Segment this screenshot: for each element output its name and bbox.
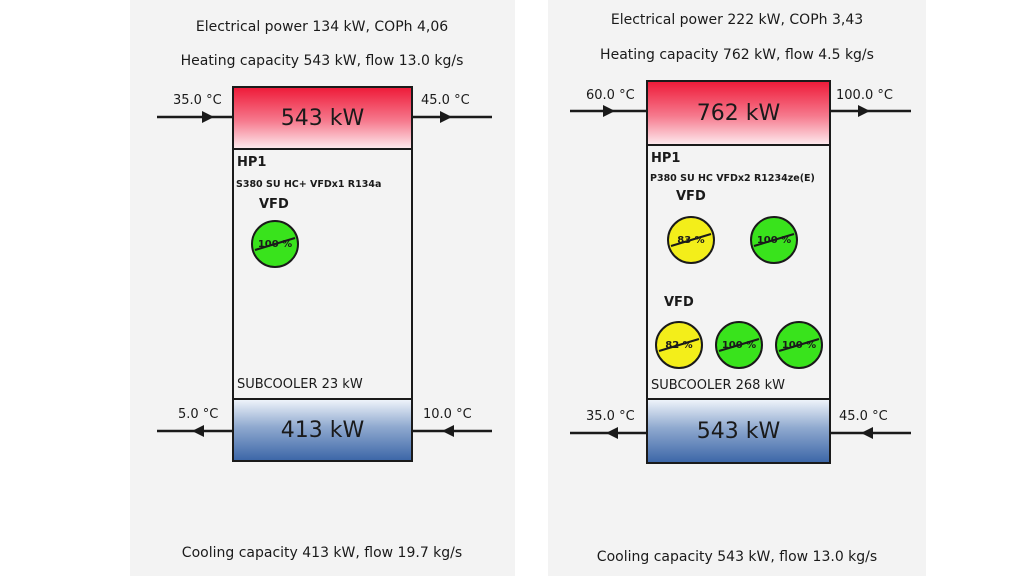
compressor-fan-icon[interactable]: 100 % xyxy=(250,219,300,269)
hot-outlet-temp: 100.0 °C xyxy=(836,88,893,103)
hot-outlet-temp: 45.0 °C xyxy=(421,93,470,108)
compressor-speed: 100 % xyxy=(781,339,817,351)
cold-outlet-temp: 35.0 °C xyxy=(586,409,635,424)
compressor-fan-icon[interactable]: 82 % xyxy=(654,320,704,370)
vfd-label: VFD xyxy=(259,197,289,212)
cooling-capacity-text: Cooling capacity 413 kW, flow 19.7 kg/s xyxy=(181,545,463,561)
condenser-block: 762 kW xyxy=(646,80,831,146)
cold-inlet-temp: 45.0 °C xyxy=(839,409,888,424)
heat-pump-model: S380 SU HC+ VFDx1 R134a xyxy=(236,179,382,190)
evaporator-block: 413 kW xyxy=(232,398,413,462)
flow-arrow-icon xyxy=(192,425,204,437)
hot-inlet-temp: 35.0 °C xyxy=(173,93,222,108)
cold-inlet-temp: 10.0 °C xyxy=(423,407,472,422)
compressor-fan-icon[interactable]: 100 % xyxy=(749,215,799,265)
compressor-fan-icon[interactable]: 100 % xyxy=(774,320,824,370)
cold-outlet-temp: 5.0 °C xyxy=(178,407,219,422)
electrical-power-text: Electrical power 134 kW, COPh 4,06 xyxy=(195,19,449,35)
evaporator-block: 543 kW xyxy=(646,398,831,464)
heat-pump-model: P380 SU HC VFDx2 R1234ze(E) xyxy=(650,173,815,184)
heating-capacity-text: Heating capacity 543 kW, flow 13.0 kg/s xyxy=(180,53,464,69)
heating-capacity-text: Heating capacity 762 kW, flow 4.5 kg/s xyxy=(600,47,874,63)
evaporator-capacity: 543 kW xyxy=(696,418,781,444)
heat-pump-name: HP1 xyxy=(237,155,267,170)
evaporator-capacity: 413 kW xyxy=(280,417,365,443)
condenser-block: 543 kW xyxy=(232,86,413,150)
flow-arrow-icon xyxy=(442,425,454,437)
compressor-speed: 100 % xyxy=(756,234,792,246)
compressor-fan-icon[interactable]: 83 % xyxy=(666,215,716,265)
subcooler-label: SUBCOOLER 23 kW xyxy=(237,377,363,392)
flow-arrow-icon xyxy=(603,105,615,117)
hot-inlet-temp: 60.0 °C xyxy=(586,88,635,103)
compressor-speed: 100 % xyxy=(257,238,293,250)
condenser-capacity: 762 kW xyxy=(696,100,781,126)
subcooler-label: SUBCOOLER 268 kW xyxy=(651,378,785,393)
flow-arrow-icon xyxy=(440,111,452,123)
flow-arrow-icon xyxy=(861,427,873,439)
compressor-speed: 100 % xyxy=(721,339,757,351)
vfd-label: VFD xyxy=(664,295,694,310)
compressor-speed: 82 % xyxy=(665,339,693,351)
cooling-capacity-text: Cooling capacity 543 kW, flow 13.0 kg/s xyxy=(596,549,878,565)
vfd-label: VFD xyxy=(676,189,706,204)
compressor-speed: 83 % xyxy=(677,234,705,246)
flow-arrow-icon xyxy=(606,427,618,439)
heat-pump-name: HP1 xyxy=(651,151,681,166)
condenser-capacity: 543 kW xyxy=(280,105,365,131)
flow-arrow-icon xyxy=(858,105,870,117)
compressor-fan-icon[interactable]: 100 % xyxy=(714,320,764,370)
flow-arrow-icon xyxy=(202,111,214,123)
electrical-power-text: Electrical power 222 kW, COPh 3,43 xyxy=(610,12,864,28)
